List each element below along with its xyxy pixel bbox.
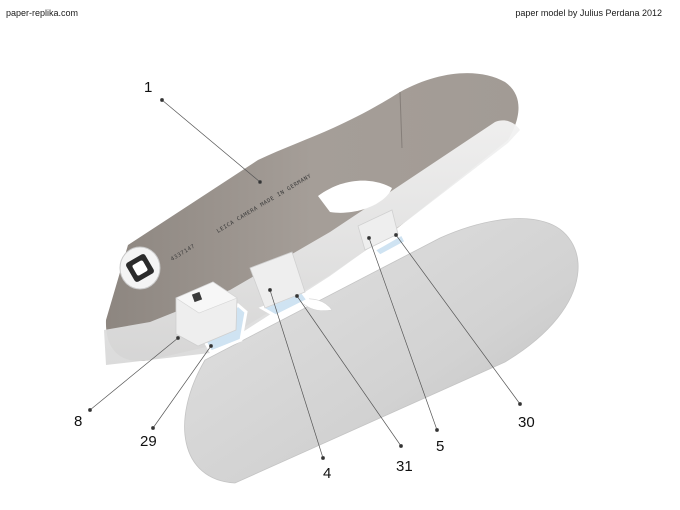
leader-4-dot — [321, 456, 325, 460]
leader-29-end — [209, 344, 213, 348]
leader-1-dot — [160, 98, 164, 102]
callout-30: 30 — [518, 414, 535, 431]
leader-8 — [89, 337, 179, 411]
leader-30-dot — [518, 402, 522, 406]
leader-1 — [161, 99, 261, 183]
callout-1: 1 — [144, 79, 152, 96]
body-opening — [318, 180, 392, 213]
leader-1-end — [258, 180, 262, 184]
part-8-top — [175, 281, 238, 314]
leader-29 — [152, 345, 212, 429]
leader-5-dot — [435, 428, 439, 432]
leader-8-dot — [88, 408, 92, 412]
body-seam — [399, 91, 403, 149]
part-30 — [371, 231, 408, 258]
leader-5-end — [367, 236, 371, 240]
leader-31-end — [295, 294, 299, 298]
callout-5: 5 — [436, 438, 444, 455]
part-5-block — [357, 209, 399, 251]
leader-5 — [368, 237, 438, 431]
leader-31 — [296, 295, 402, 447]
part-8-hole — [191, 291, 203, 303]
author-credit: paper model by Julius Perdana 2012 — [515, 8, 662, 18]
callout-4: 4 — [323, 465, 331, 482]
leader-30-end — [394, 233, 398, 237]
callout-29: 29 — [140, 433, 157, 450]
lens-window — [132, 260, 148, 276]
callout-31: 31 — [396, 458, 413, 475]
leader-4-end — [268, 288, 272, 292]
leader-29-dot — [151, 426, 155, 430]
leader-30 — [395, 234, 521, 405]
body-notch — [299, 298, 333, 311]
callout-8: 8 — [74, 413, 82, 430]
leader-4 — [269, 289, 324, 459]
site-url: paper-replika.com — [6, 8, 79, 18]
base-plate — [184, 218, 579, 484]
leader-8-end — [176, 336, 180, 340]
part-4-block — [249, 251, 306, 309]
leader-31-dot — [399, 444, 403, 448]
